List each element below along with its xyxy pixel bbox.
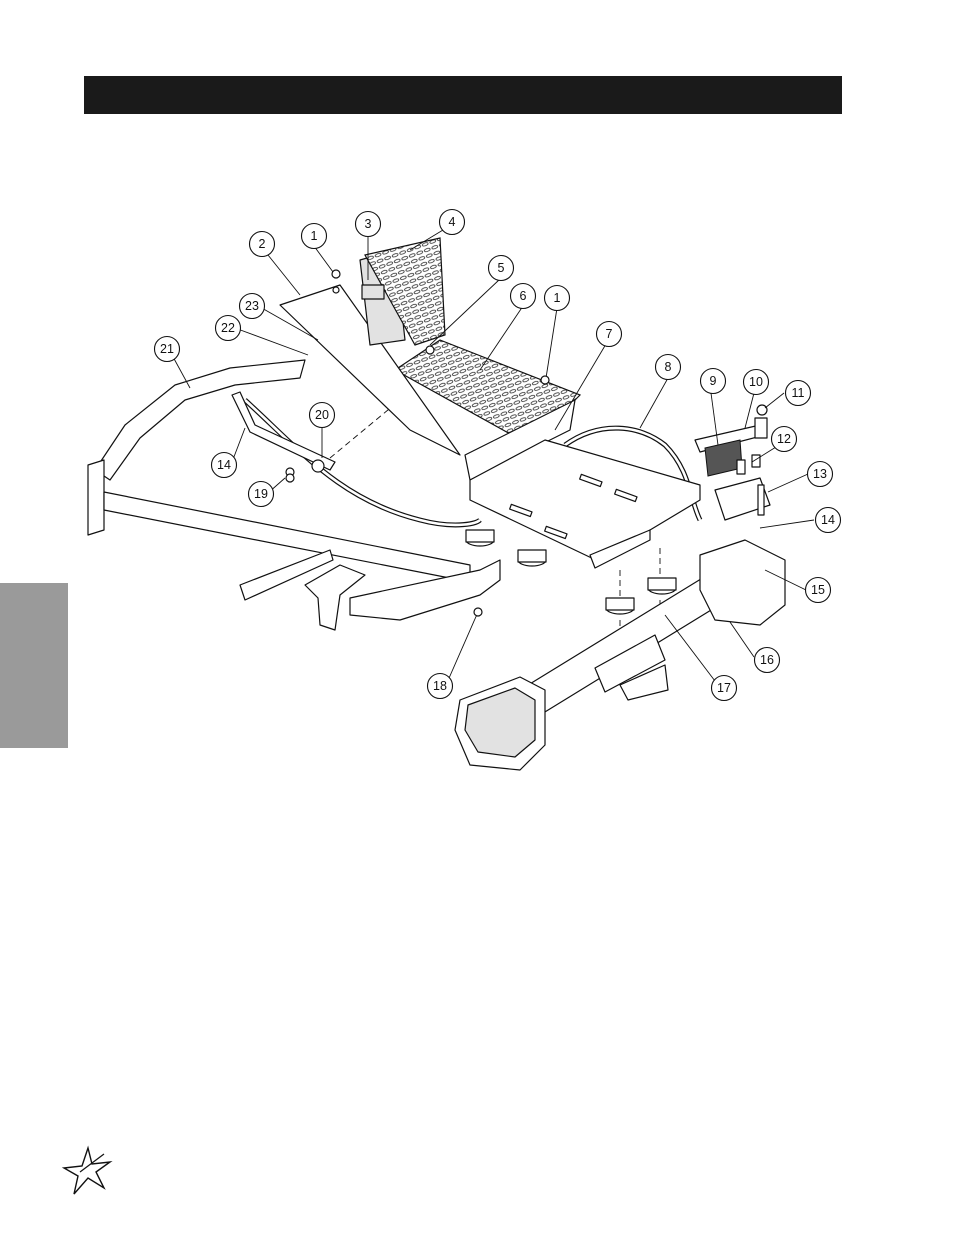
- callout-label: 3: [365, 217, 372, 231]
- callout-21: 21: [153, 335, 181, 363]
- callout-23: 23: [238, 292, 266, 320]
- callout-circle: [753, 646, 781, 674]
- section-tab: [0, 583, 68, 748]
- callout-label: 9: [710, 374, 717, 388]
- fasteners: [285, 269, 550, 617]
- callout-3: 3: [354, 210, 382, 238]
- header-bar: [84, 76, 842, 114]
- callout-12: 12: [770, 425, 798, 453]
- frame-tube: [87, 359, 501, 631]
- callout-18: 18: [426, 672, 454, 700]
- bracket-assembly: [694, 404, 771, 521]
- callout-17: 17: [710, 674, 738, 702]
- callout-label: 1: [554, 291, 561, 305]
- callout-13: 13: [806, 460, 834, 488]
- callout-label: 16: [760, 653, 774, 667]
- callout-label: 4: [449, 215, 456, 229]
- callout-circle: [509, 282, 537, 310]
- callout-5: 5: [487, 254, 515, 282]
- callout-label: 23: [245, 299, 259, 313]
- callout-circle: [248, 230, 276, 258]
- callout-6: 6: [509, 282, 537, 310]
- callout-label: 12: [777, 432, 791, 446]
- callout-circle: [742, 368, 770, 396]
- callout-circle: [238, 292, 266, 320]
- square-tube: [454, 539, 786, 771]
- callout-circle: [710, 674, 738, 702]
- callout-label: 19: [254, 487, 268, 501]
- callout-circle: [595, 320, 623, 348]
- callout-15: 15: [804, 576, 832, 604]
- callout-circle: [699, 367, 727, 395]
- callout-label: 21: [160, 342, 174, 356]
- callout-label: 2: [259, 237, 266, 251]
- callout-circle: [426, 672, 454, 700]
- callout-circle: [300, 222, 328, 250]
- callout-circle: [153, 335, 181, 363]
- callout-8: 8: [654, 353, 682, 381]
- floor-plate: [393, 339, 582, 481]
- callout-label: 7: [606, 327, 613, 341]
- callout-circle: [804, 576, 832, 604]
- callout-label: 11: [792, 386, 805, 400]
- callout-22: 22: [214, 314, 242, 342]
- callout-label: 1: [311, 229, 318, 243]
- leader-lines: [171, 229, 815, 686]
- callout-circle: [806, 460, 834, 488]
- callout-16: 16: [753, 646, 781, 674]
- callout-14: 14: [814, 506, 842, 534]
- callout-circle: [654, 353, 682, 381]
- callout-label: 15: [811, 583, 825, 597]
- callout-label: 18: [433, 679, 447, 693]
- callout-label: 14: [821, 513, 835, 527]
- callout-19: 19: [247, 480, 275, 508]
- star-logo-icon: [61, 1145, 113, 1195]
- callout-circle: [247, 480, 275, 508]
- throttle-cable-inner: [244, 399, 481, 527]
- callout-circle: [438, 208, 466, 236]
- callout-1: 1: [543, 284, 571, 312]
- callout-10: 10: [742, 368, 770, 396]
- callout-7: 7: [595, 320, 623, 348]
- callout-label: 17: [717, 681, 731, 695]
- callout-4: 4: [438, 208, 466, 236]
- callout-label: 5: [498, 261, 505, 275]
- callout-circle: [487, 254, 515, 282]
- callout-label: 8: [665, 360, 672, 374]
- callout-9: 9: [699, 367, 727, 395]
- callout-label: 20: [315, 408, 329, 422]
- callout-2: 2: [248, 230, 276, 258]
- callout-circle: [543, 284, 571, 312]
- callout-label: 10: [749, 375, 763, 389]
- callout-20: 20: [308, 401, 336, 429]
- callout-circle: [214, 314, 242, 342]
- callout-14: 14: [210, 451, 238, 479]
- throttle-cable: [243, 398, 482, 528]
- callout-circle: [308, 401, 336, 429]
- callout-circle: [354, 210, 382, 238]
- callout-1: 1: [300, 222, 328, 250]
- callout-circle: [210, 451, 238, 479]
- callout-label: 6: [520, 289, 527, 303]
- pedal-assembly: [279, 237, 461, 456]
- callout-label: 13: [813, 467, 827, 481]
- callout-circle: [770, 425, 798, 453]
- callout-circle: [784, 379, 812, 407]
- callout-label: 14: [217, 458, 231, 472]
- mounting-plate: [469, 439, 701, 569]
- callout-circle: [814, 506, 842, 534]
- callout-label: 22: [221, 321, 235, 335]
- callout-11: 11: [784, 379, 812, 407]
